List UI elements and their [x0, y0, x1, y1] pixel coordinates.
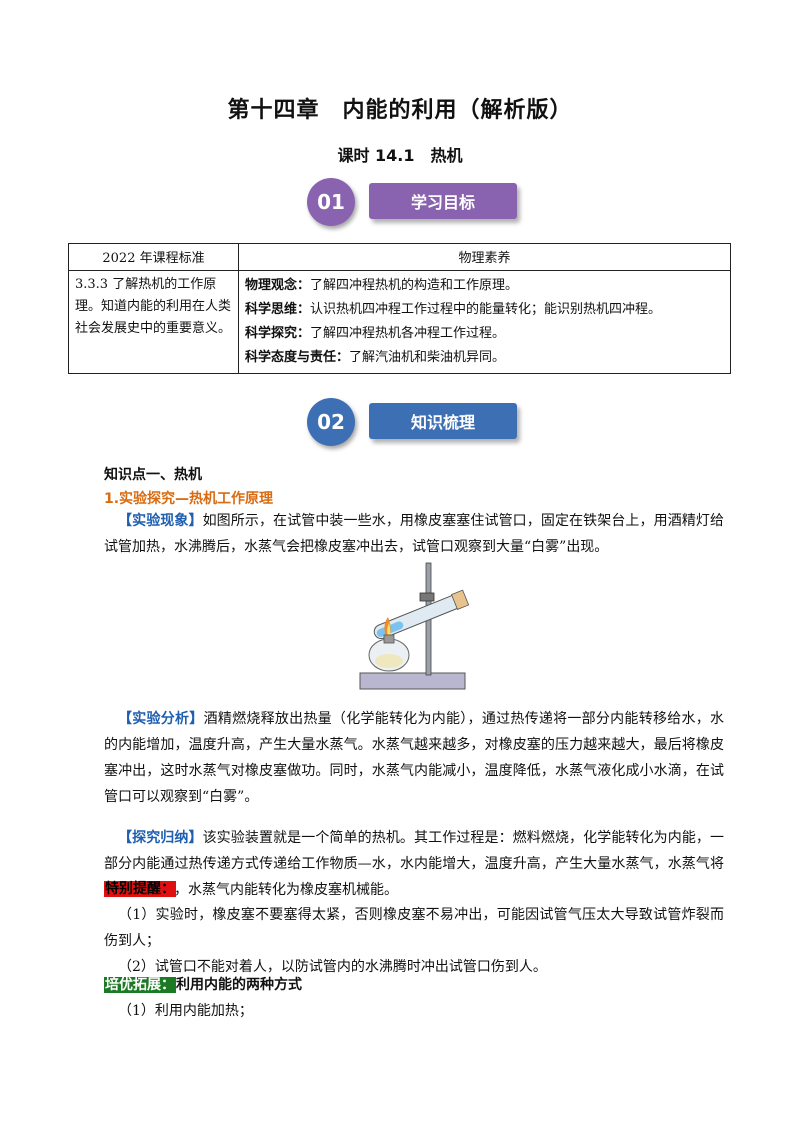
- extension-tag: 培优拓展：: [104, 977, 176, 993]
- reminder-item: （2）试管口不能对着人，以防试管内的水沸腾时冲出试管口伤到人。: [118, 959, 547, 975]
- experiment-apparatus-illustration: [359, 562, 470, 690]
- summary-paragraph: 【探究归纳】该实验装置就是一个简单的热机。其工作过程是：燃料燃烧，化学能转化为内…: [104, 825, 724, 903]
- summary-tag: 【探究归纳】: [118, 830, 203, 846]
- phenomenon-paragraph: 【实验现象】如图所示，在试管中装一些水，用橡皮塞塞住试管口，固定在铁架台上，用酒…: [104, 508, 724, 560]
- reminder-block: 特别提醒： （1）实验时，橡皮塞不要塞得太紧，否则橡皮塞不易冲出，可能因试管气压…: [104, 876, 724, 980]
- literacy-row: 科学态度与责任：了解汽油机和柴油机异同。: [245, 346, 724, 370]
- literacy-key: 科学思维：: [245, 302, 311, 317]
- phenomenon-tag: 【实验现象】: [118, 513, 203, 529]
- knowledge-point-heading: 知识点一、热机: [104, 467, 202, 483]
- extension-item: （1）利用内能加热；: [118, 1003, 253, 1019]
- summary-text: 该实验装置就是一个简单的热机。其工作过程是：燃料燃烧，化学能转化为内能，一部分内…: [104, 830, 725, 898]
- section-number: 01: [307, 178, 355, 226]
- section-label: 学习目标: [369, 183, 517, 219]
- table-header-literacy: 物理素养: [238, 243, 731, 271]
- literacy-text: 了解四冲程热机的构造和工作原理。: [310, 278, 519, 293]
- section-number: 02: [307, 398, 355, 446]
- phenomenon-text: 如图所示，在试管中装一些水，用橡皮塞塞住试管口，固定在铁架台上，用酒精灯给试管加…: [104, 513, 725, 555]
- literacy-cell: 物理观念：了解四冲程热机的构造和工作原理。 科学思维：认识热机四冲程工作过程中的…: [238, 270, 731, 374]
- goals-table: 2022 年课程标准 物理素养 3.3.3 了解热机的工作原理。知道内能的利用在…: [68, 243, 731, 374]
- experiment-heading: 1.实验探究—热机工作原理: [104, 491, 274, 507]
- analysis-paragraph: 【实验分析】酒精燃烧释放出热量（化学能转化为内能），通过热传递将一部分内能转移给…: [104, 706, 724, 810]
- extension-title: 利用内能的两种方式: [176, 977, 302, 993]
- extension-block: 培优拓展：利用内能的两种方式 （1）利用内能加热；: [104, 972, 724, 1024]
- section-badge-knowledge: 02 知识梳理: [307, 398, 522, 446]
- literacy-text: 了解汽油机和柴油机异同。: [349, 350, 506, 365]
- literacy-text: 认识热机四冲程工作过程中的能量转化；能识别热机四冲程。: [310, 302, 662, 317]
- literacy-key: 科学态度与责任：: [245, 350, 350, 365]
- standard-cell: 3.3.3 了解热机的工作原理。知道内能的利用在人类社会发展史中的重要意义。: [68, 270, 239, 374]
- section-label: 知识梳理: [369, 403, 517, 439]
- page-subtitle: 课时 14.1 热机: [337, 146, 463, 165]
- analysis-tag: 【实验分析】: [118, 711, 204, 727]
- page-title: 第十四章 内能的利用（解析版）: [227, 98, 573, 123]
- analysis-text: 酒精燃烧释放出热量（化学能转化为内能），通过热传递将一部分内能转移给水，水的内能…: [104, 711, 725, 805]
- literacy-key: 物理观念：: [245, 278, 311, 293]
- literacy-text: 了解四冲程热机各冲程工作过程。: [310, 326, 506, 341]
- literacy-key: 科学探究：: [245, 326, 311, 341]
- reminder-item: （1）实验时，橡皮塞不要塞得太紧，否则橡皮塞不易冲出，可能因试管气压太大导致试管…: [104, 907, 724, 949]
- section-badge-goals: 01 学习目标: [307, 178, 522, 226]
- table-header-standard: 2022 年课程标准: [68, 243, 239, 271]
- literacy-row: 物理观念：了解四冲程热机的构造和工作原理。: [245, 274, 724, 298]
- literacy-row: 科学探究：了解四冲程热机各冲程工作过程。: [245, 322, 724, 346]
- literacy-row: 科学思维：认识热机四冲程工作过程中的能量转化；能识别热机四冲程。: [245, 298, 724, 322]
- reminder-tag: 特别提醒：: [104, 881, 176, 897]
